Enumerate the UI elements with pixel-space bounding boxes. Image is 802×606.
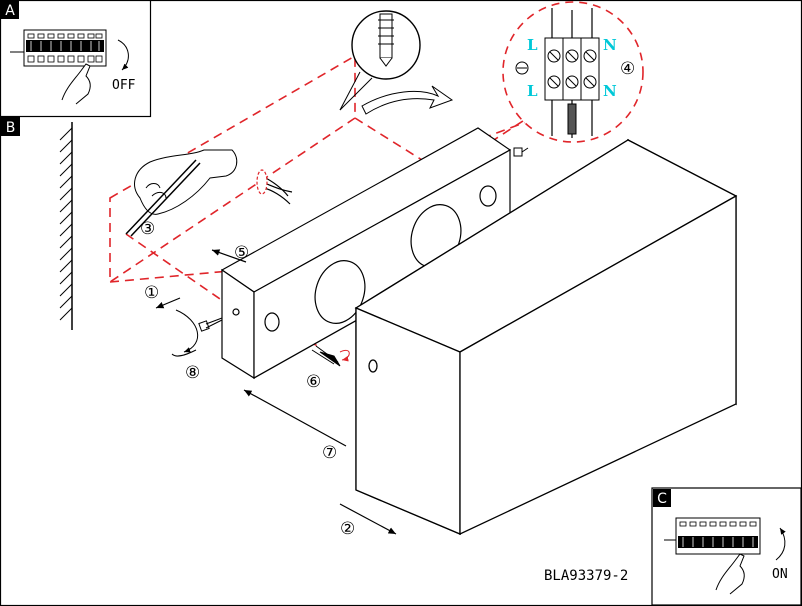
step-6-label: ⑥: [306, 372, 321, 392]
step-4-label: ④: [620, 59, 635, 79]
hand-icon: [61, 63, 91, 105]
terminal-neutral-top: N: [603, 36, 617, 54]
mounting-plate: [220, 127, 512, 380]
terminal-live-bottom: L: [527, 82, 538, 100]
hand-icon: [715, 553, 745, 595]
arrow-step-7: [243, 389, 347, 447]
wall-plug-detail: [339, 10, 421, 111]
lamp-shade: [354, 138, 738, 536]
step-1-label: ①: [144, 283, 159, 303]
wall-icon: [59, 122, 73, 330]
rotate-arrow-step-6: [339, 349, 350, 362]
panel-b-label: B: [6, 120, 16, 136]
step-7-label: ⑦: [322, 443, 337, 463]
terminal-neutral-bottom: N: [603, 82, 617, 100]
panel-b: B: [1, 117, 20, 136]
rotate-arrow-icon: [775, 527, 786, 561]
rotate-arrow-step-8: [175, 309, 199, 353]
step-3-label: ③: [140, 219, 155, 239]
panel-a-label: A: [5, 3, 15, 19]
step-5-label: ⑤: [234, 243, 249, 263]
step-8-label: ⑧: [185, 363, 200, 383]
breaker-panel-c: [664, 517, 761, 555]
terminal-live-top: L: [527, 36, 538, 54]
step-2-label: ②: [340, 519, 355, 539]
model-code: BLA93379-2: [544, 568, 628, 584]
switch-on-label: ON: [772, 567, 788, 582]
hand-pencil-icon: [125, 149, 238, 237]
rotate-arrow-icon: [117, 39, 129, 71]
terminal-block-detail: L L N N ④: [502, 1, 644, 143]
arrow-step-5: [211, 249, 247, 263]
panel-c-label: C: [657, 491, 667, 507]
breaker-panel-a: [10, 29, 107, 67]
curved-arrow-icon: [361, 85, 454, 115]
arrow-step-1: [155, 297, 181, 309]
arrow-step-2: [339, 503, 397, 535]
switch-off-label: OFF: [112, 78, 136, 93]
cable-icon: [256, 169, 293, 205]
panel-a: A OFF: [0, 0, 152, 118]
panel-c: C ON: [651, 487, 802, 606]
